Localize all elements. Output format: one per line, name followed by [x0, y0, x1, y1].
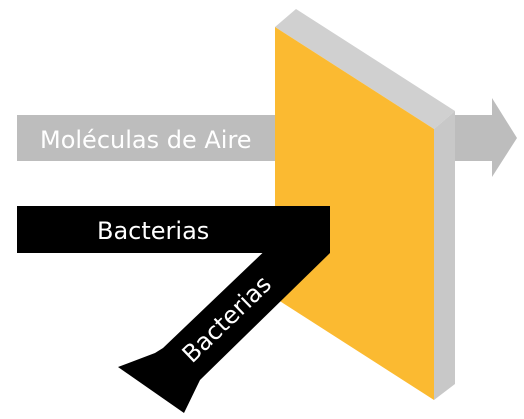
filter-top-edge	[275, 9, 455, 129]
filter-front-face	[275, 27, 434, 400]
air-arrow-head	[455, 98, 517, 177]
bacteria-incoming-label: Bacterias	[97, 217, 209, 245]
filter-panel	[275, 9, 455, 400]
air-molecules-label: Moléculas de Aire	[40, 126, 252, 154]
filter-side-edge	[434, 111, 455, 400]
bacteria-arrow-deflected	[118, 221, 330, 413]
air-arrow-tail	[17, 115, 282, 161]
